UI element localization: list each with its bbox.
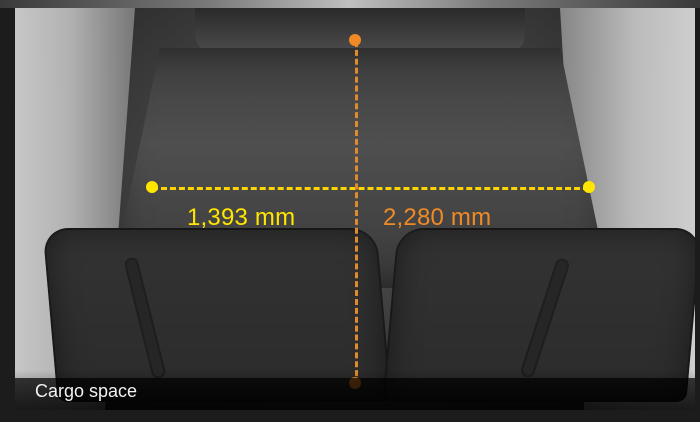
caption-bar <box>15 378 695 410</box>
width-measurement-label: 1,393 mm <box>187 204 296 231</box>
cargo-photo: 1,393 mm 2,280 mm Cargo space <box>15 8 695 410</box>
length-measurement-label: 2,280 mm <box>383 204 492 231</box>
image-caption: Cargo space <box>35 381 138 401</box>
length-dimension-line <box>355 41 358 385</box>
width-dimension-line <box>152 187 589 190</box>
rear-seat-backrest <box>195 8 525 53</box>
width-start-point <box>146 181 158 193</box>
length-start-point <box>349 34 361 46</box>
width-end-point <box>583 181 595 193</box>
top-image-strip <box>0 0 700 8</box>
